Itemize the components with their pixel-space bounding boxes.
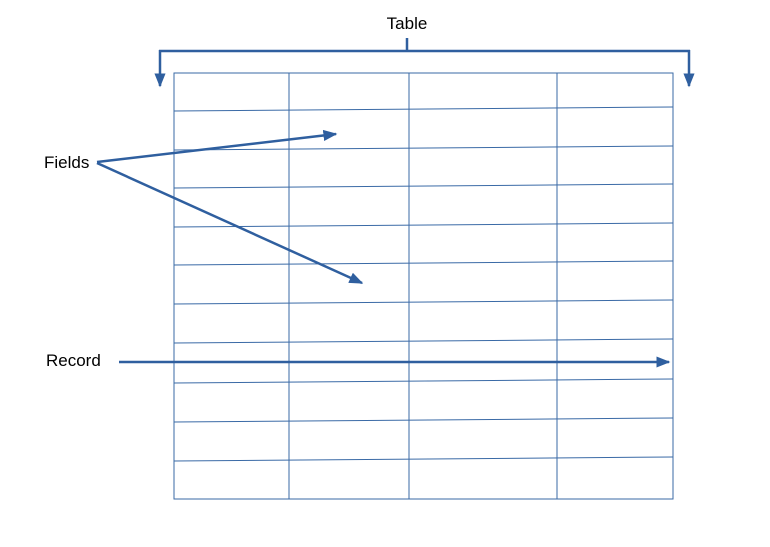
table-label: Table xyxy=(387,14,428,33)
fields-arrow-lower xyxy=(96,161,364,285)
fields-arrow-upper xyxy=(96,129,338,164)
fields-arrows xyxy=(96,129,364,285)
table-border xyxy=(173,72,674,500)
row-divider xyxy=(173,338,674,344)
row-divider xyxy=(173,145,674,151)
row-divider xyxy=(173,260,674,266)
row-divider xyxy=(173,417,674,423)
record-label: Record xyxy=(46,351,101,370)
table-bracket xyxy=(154,38,695,88)
row-divider xyxy=(173,183,674,189)
row-divider xyxy=(173,378,674,384)
fields-label: Fields xyxy=(44,153,89,172)
row-divider xyxy=(173,299,674,305)
row-divider xyxy=(173,222,674,228)
table-grid xyxy=(173,72,674,500)
row-divider xyxy=(173,106,674,112)
row-divider xyxy=(173,456,674,462)
